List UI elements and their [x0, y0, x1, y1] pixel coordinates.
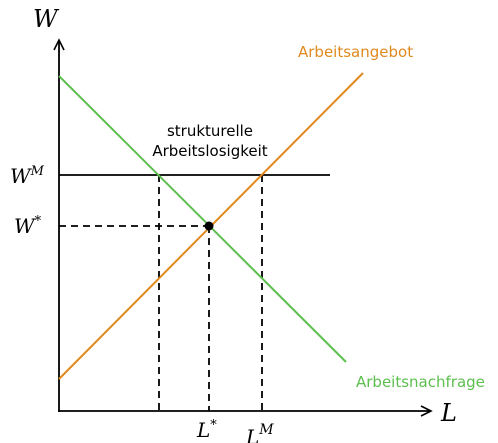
- equilibrium-labor-label-base: L: [196, 418, 210, 442]
- equilibrium-wage-label: W*: [14, 214, 42, 238]
- minimum-wage-label-base: W: [10, 164, 32, 188]
- y-axis-arrow: [53, 38, 65, 51]
- supply-curve-label: Arbeitsangebot: [298, 43, 413, 61]
- labor-demand-curve: [58, 75, 347, 363]
- y-axis-label: W: [33, 5, 60, 33]
- min-wage-labor-supply-label: LM: [245, 422, 274, 443]
- equilibrium-labor-label: L*: [196, 418, 217, 442]
- equilibrium-wage-label-sup: *: [35, 214, 42, 229]
- x-axis-label: L: [440, 399, 457, 427]
- min-wage-labor-supply-label-base: L: [245, 425, 259, 443]
- annotation-line-1: strukturelle: [167, 122, 253, 140]
- equilibrium-wage-label-base: W: [14, 214, 36, 238]
- demand-curve-label: Arbeitsnachfrage: [356, 373, 485, 391]
- minimum-wage-label: WM: [10, 164, 45, 188]
- equilibrium-point: [204, 221, 214, 231]
- x-axis-arrow: [420, 405, 433, 417]
- equilibrium-labor-label-sup: *: [210, 418, 217, 433]
- min-wage-labor-supply-label-sup: M: [258, 422, 274, 438]
- minimum-wage-label-sup: M: [30, 164, 45, 179]
- annotation-line-2: Arbeitslosigkeit: [152, 142, 267, 160]
